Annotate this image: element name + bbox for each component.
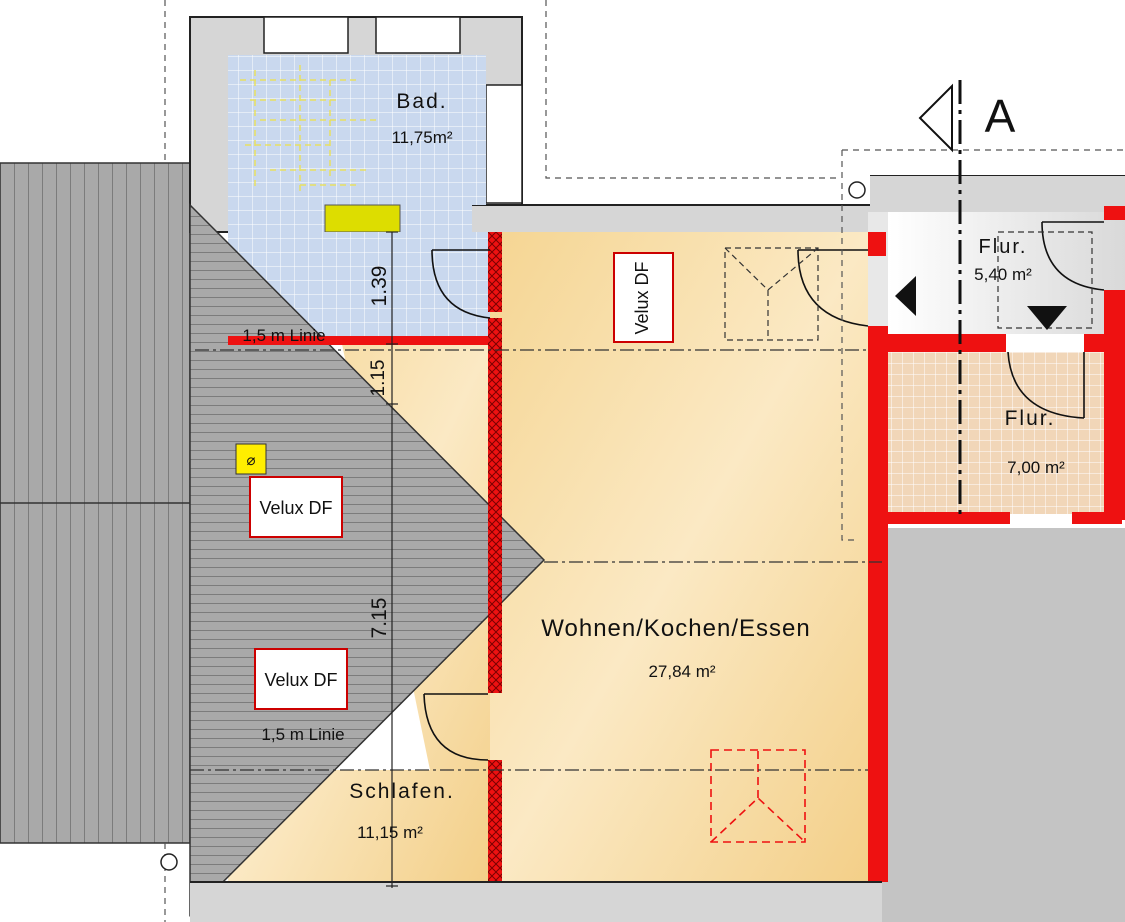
schlafen-name: Schlafen. [349,780,455,803]
flur-lower-name: Flur. [1005,407,1056,430]
living-floor [490,232,870,882]
velux-label-low: Velux DF [264,670,337,690]
flur-upper-area: 5,40 m² [974,265,1032,284]
flur-door-mid [1007,351,1085,419]
velux-label-mid-box [249,476,343,538]
bath-fixture [324,204,401,233]
arrow-down-icon [1027,306,1067,330]
section-marker-icon [918,83,953,153]
grid-marker-top [848,181,866,199]
roof-left-upper [0,163,190,503]
velux-outline-top [724,247,819,341]
flur-lower-floor [888,352,1104,514]
linie-top: 1,5 m Linie [242,326,325,345]
dimension-2: 1.15 [368,360,389,397]
bottom-wall [190,882,882,922]
velux-outline-bottom [710,749,806,843]
red-walls [228,206,1125,882]
bath-window-left [263,16,349,54]
dimension-3: 7.15 [368,598,391,639]
bad-name: Bad. [396,90,447,113]
wohnen-area: 27,84 m² [648,662,715,681]
dimension-1: 1.39 [368,266,391,307]
brick-wall [488,232,502,312]
section-label: A [985,90,1016,142]
bath-door [431,249,491,319]
arrow-left-icon [895,276,916,316]
velux-label-top-box [613,252,674,343]
velux-label-top: Velux DF [632,261,652,334]
roof-wedge [189,203,546,917]
velux-label-low-box [254,648,348,710]
bath-window-right [375,16,461,54]
flur-stair-outline [997,231,1093,329]
outlet-icon [235,443,267,475]
roof-left-lower [0,503,190,843]
flur-upper-floor [888,212,1125,334]
linie-bottom: 1,5 m Linie [261,725,344,744]
flur-upper-name: Flur. [979,236,1028,258]
grid-marker-bottom [160,853,178,871]
bad-area: 11,75m² [391,128,452,147]
wohnen-name: Wohnen/Kochen/Essen [541,615,810,642]
velux-label-mid: Velux DF [259,498,332,518]
neighbor-building [882,528,1125,922]
sleep-door [423,693,489,761]
schlafen-area: 11,15 m² [357,823,423,842]
flur-lower-area: 7,00 m² [1007,458,1065,477]
outlet-symbol: ⌀ [246,452,255,469]
